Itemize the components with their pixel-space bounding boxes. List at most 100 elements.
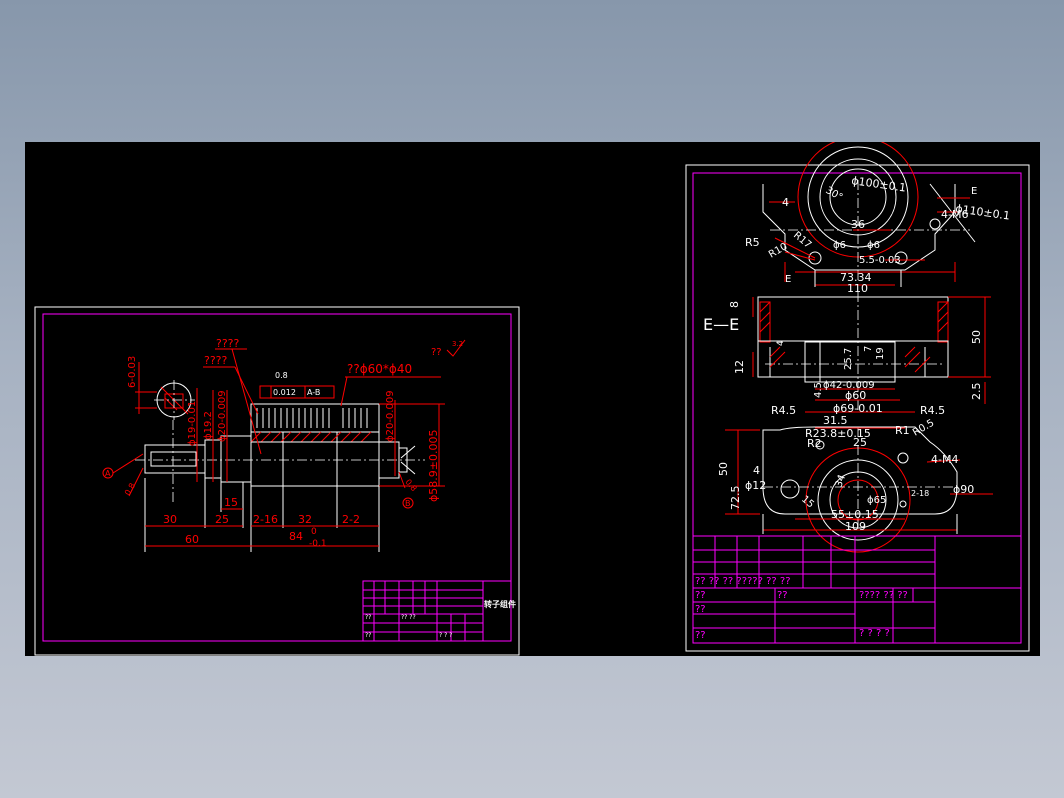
dim-4-5: 4.5 (813, 382, 824, 398)
left-title-block: 转子组件 ?? ?? ?? ?? ? ? ? (362, 580, 516, 642)
dim-84: 84 (289, 530, 303, 543)
dim-72-5: 72.5 (729, 486, 742, 511)
dim-2-18: 2-18 (911, 489, 929, 498)
datum-b: B (405, 499, 411, 508)
dim-d65: ϕ65 (867, 495, 886, 506)
cad-drawing-viewport[interactable]: 转子组件 ?? ?? ?? ?? ? ? ? 6-0.03 (25, 142, 1040, 656)
commutator-winding (256, 408, 368, 428)
dim-d69: ϕ69-0.01 (833, 402, 883, 415)
left-title-row-2: ?? ?? (401, 614, 416, 621)
dim-r4-5-left: R4.5 (771, 404, 796, 417)
dim-109: 109 (845, 520, 866, 533)
dim-2-16: 2-16 (253, 513, 278, 526)
roughness-value: 3.2 (452, 340, 463, 348)
right-sheet: ϕ100±0.1 E ϕ110±0.1 4-M6 30° R5 R10 4 R1… (685, 142, 1030, 652)
dim-4-top: 4 (782, 196, 789, 209)
dim-r4-5-right: R4.5 (920, 404, 945, 417)
dim-r5: R5 (745, 236, 760, 249)
dim-50-bot: 50 (717, 462, 730, 476)
dim-d19-2: ϕ19.2 (203, 411, 214, 440)
dim-12: 12 (733, 360, 746, 374)
right-title-right-2: ? ? ? ? (859, 628, 890, 639)
right-title-block: ?? ?? ?? ????? ?? ?? ?? ?? ?? ?? ???? ??… (692, 535, 1022, 644)
top-view: ϕ100±0.1 E ϕ110±0.1 4-M6 30° R5 R10 4 R1… (745, 142, 1011, 295)
dim-84-upper: 0 (311, 527, 317, 537)
dim-110: 110 (847, 282, 868, 295)
note-1: ???? (216, 337, 240, 350)
note-2: ???? (204, 354, 228, 367)
dim-34: 34 (833, 473, 848, 489)
section-view-e-e: E—E 8 12 (703, 292, 991, 417)
dim-r23-8: R23.8±0.15 (805, 427, 871, 440)
right-sheet-outer-border (685, 164, 1030, 652)
datum-b-marker (402, 497, 414, 509)
dim-d20-right: ϕ20-0.009 (385, 390, 396, 442)
dim-7: 7 (863, 346, 874, 352)
dim-25-bot: 25 (853, 436, 867, 449)
dim-25: 25 (215, 513, 229, 526)
dim-4-m6: 4-M6 (941, 208, 968, 221)
dim-36: 36 (851, 218, 865, 231)
dim-r1: R1 (895, 424, 910, 437)
dim-4-mid: 4 (776, 340, 786, 346)
dim-32: 32 (298, 513, 312, 526)
dim-d100: ϕ100±0.1 (851, 174, 907, 195)
left-title-name: 转子组件 (484, 599, 516, 609)
dim-d12: ϕ12 (745, 479, 766, 492)
fcf-tolerance: 0.012 (273, 388, 296, 397)
dim-73-34: 73.34 (840, 271, 872, 284)
dim-d90: ϕ90 (953, 483, 974, 496)
dim-4-m4: 4-M4 (931, 453, 958, 466)
right-title-row-5: ?? (695, 630, 706, 641)
section-mark-e-top: E (971, 186, 977, 197)
right-title-right-1: ???? ?? ?? (859, 590, 908, 601)
right-title-row-1: ?? ?? ?? ????? ?? ?? (695, 576, 791, 587)
rotor-shaft-assembly (135, 403, 425, 502)
dim-2-2: 2-2 (342, 513, 360, 526)
right-title-row-3: ?? (777, 590, 788, 601)
dim-5-5: 5.5-0.03 (859, 255, 901, 266)
dim-d6-left: ϕ6 (833, 240, 846, 251)
bolt-hole-right (894, 251, 908, 265)
cad-canvas: 转子组件 ?? ?? ?? ?? ? ? ? 6-0.03 (34, 142, 1030, 656)
dim-31-5: 31.5 (823, 414, 848, 427)
dim-55: 55±0.15 (831, 508, 879, 521)
dim-r2: R2 (807, 437, 822, 450)
dim-15: 15 (224, 496, 238, 509)
left-sheet-outer-border (34, 306, 520, 656)
left-sheet-inner-border (42, 313, 512, 642)
dim-84-lower: -0.1 (309, 539, 327, 549)
roughness-note: ?? (431, 347, 442, 358)
section-hatch (769, 346, 931, 373)
dim-d60: ϕ60 (845, 389, 866, 402)
section-label-e-e: E—E (703, 315, 739, 334)
dim-15-bot: 15 (799, 494, 816, 511)
rotor-hatching (250, 431, 379, 443)
right-title-row-2: ?? (695, 590, 706, 601)
section-mark-e-bottom: E (785, 274, 791, 285)
dim-d42: ϕ42-0.009 (823, 380, 875, 391)
key-section-view: 6-0.03 (127, 356, 195, 420)
left-title-row-4: ? ? ? (439, 632, 452, 639)
dim-d6-right: ϕ6 (867, 240, 880, 251)
left-vertical-dims: ϕ19-0.01 ϕ19.2 ϕ20-0.009 ϕ20-0.009 ϕ58.9… (187, 388, 445, 502)
dim-2-5: 2.5 (970, 383, 983, 401)
datum-a: A (105, 469, 111, 478)
dim-30: 30 (163, 513, 177, 526)
dim-d20: ϕ20-0.009 (217, 390, 228, 442)
spec-note: ??ϕ60*ϕ40 (347, 362, 412, 376)
left-annotations: ???? ???? ??ϕ60*ϕ40 ?? 3.2 0.012 A-B 0.8… (102, 337, 466, 509)
dim-8: 8 (728, 301, 741, 308)
dim-60: 60 (185, 533, 199, 546)
dim-d19: ϕ19-0.01 (187, 401, 198, 446)
left-sheet: 转子组件 ?? ?? ?? ?? ? ? ? 6-0.03 (34, 306, 520, 656)
left-title-row-1: ?? (365, 614, 371, 621)
right-title-row-4: ?? (695, 604, 706, 615)
dim-30deg: 30° (824, 185, 845, 203)
mount-hole-left (780, 479, 800, 499)
dim-50-mid: 50 (970, 330, 983, 344)
dim-25-7: 25.7 (843, 348, 854, 370)
dim-19: 19 (875, 347, 886, 360)
bottom-view: 31.5 R23.8±0.15 R1 R0.5 R2 25 4-M4 50 72… (717, 414, 993, 553)
dim-key-depth: 6-0.03 (127, 356, 138, 388)
